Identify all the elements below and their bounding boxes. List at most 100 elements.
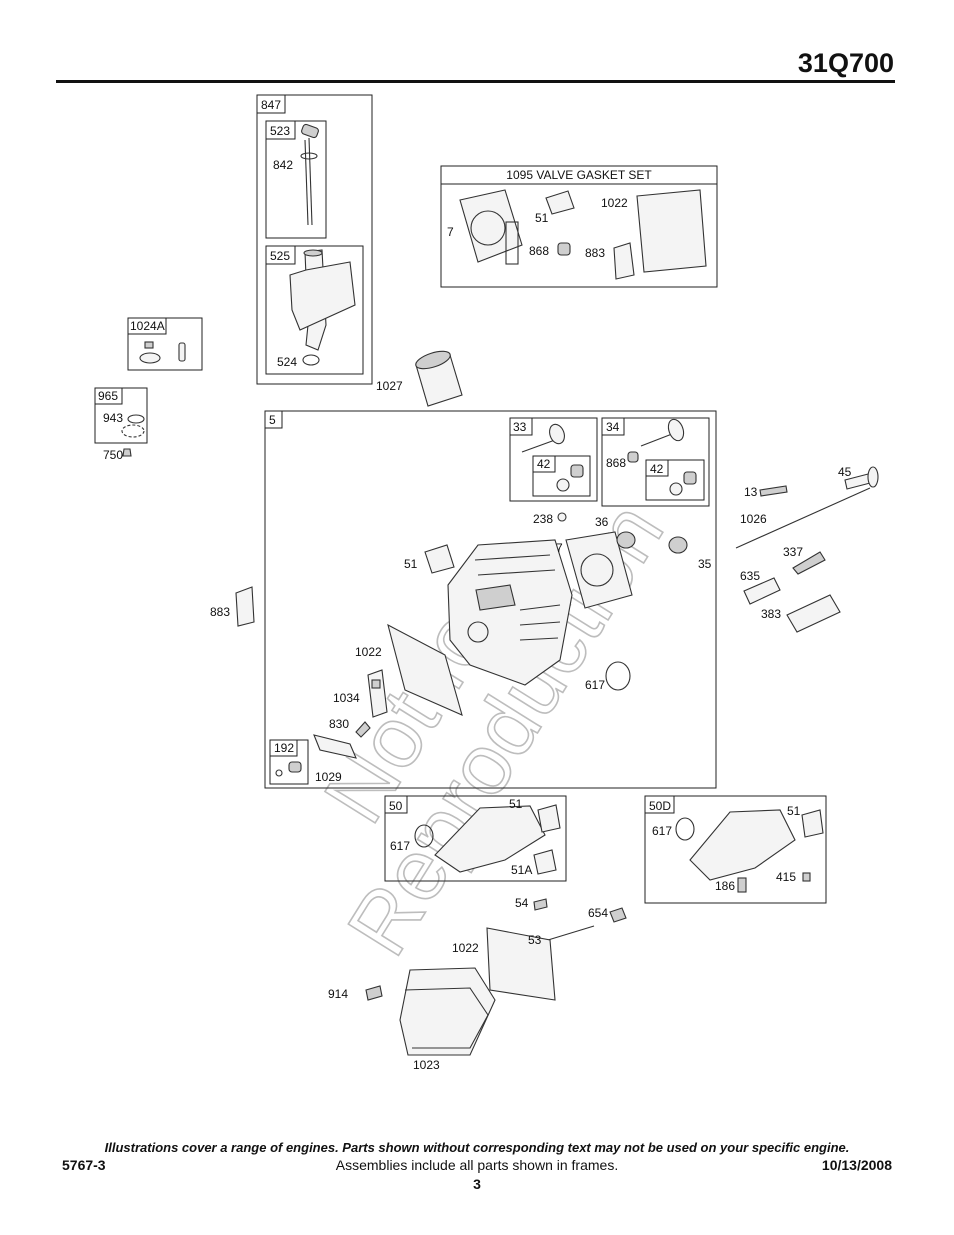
label-51b: 51 — [404, 557, 418, 571]
frame-34-label: 34 — [606, 420, 620, 434]
dipstick-icon — [300, 123, 319, 226]
frame-50d-label: 50D — [649, 799, 671, 813]
rocker-cover-parts: 54 654 1022 53 914 1023 — [328, 896, 627, 1072]
label-868a: 868 — [529, 244, 549, 258]
plug-icon — [288, 761, 302, 773]
label-830: 830 — [329, 717, 349, 731]
frame-523: 523 842 — [265, 120, 327, 239]
cover-gasket-icon-2 — [387, 623, 463, 716]
spacer-icon — [557, 512, 567, 522]
frame-1024a-label: 1024A — [130, 319, 165, 333]
frame-50d: 50D 51 617 415 186 — [644, 795, 827, 904]
valve-spring-icon — [616, 531, 636, 549]
label-238: 238 — [533, 512, 553, 526]
label-7b: 7 — [556, 541, 563, 555]
intake-manifold-icon-2 — [689, 809, 796, 881]
watermark: Not for Reproduction — [305, 486, 682, 972]
label-1029: 1029 — [315, 770, 342, 784]
frame-523-label: 523 — [270, 124, 290, 138]
label-13: 13 — [744, 485, 758, 499]
model-number: 31Q700 — [797, 48, 894, 78]
washer-icon — [275, 769, 283, 777]
label-617a: 617 — [585, 678, 605, 692]
spark-plug-cover-icon — [786, 594, 841, 633]
label-51c: 51 — [509, 797, 523, 811]
frame-5-label: 5 — [269, 413, 276, 427]
nut-icon — [802, 872, 811, 882]
valve-keeper-icon-2 — [669, 482, 683, 496]
o-ring-icon-2 — [605, 661, 631, 691]
breather-plate-icon — [367, 669, 388, 718]
label-617c: 617 — [652, 824, 672, 838]
label-415: 415 — [776, 870, 796, 884]
footer-note: Illustrations cover a range of engines. … — [104, 1140, 850, 1155]
head-gasket-icon-2 — [565, 531, 633, 609]
label-1023: 1023 — [413, 1058, 440, 1072]
label-186: 186 — [715, 879, 735, 893]
head-gasket-icon — [459, 189, 523, 265]
manifold-gasket-icon — [537, 804, 561, 833]
o-ring-icon-3 — [414, 824, 434, 848]
spark-plug-icon — [792, 551, 826, 575]
frame-50-label: 50 — [389, 799, 403, 813]
label-524: 524 — [277, 355, 297, 369]
label-1026: 1026 — [740, 512, 767, 526]
valve-seal-icon — [557, 242, 571, 256]
document-number: 5767-3 — [62, 1157, 106, 1173]
grommet-icon — [127, 414, 145, 424]
fitting-icon — [737, 877, 747, 893]
cylinder-head-icon — [447, 539, 573, 686]
assemblies-note: Assemblies include all parts shown in fr… — [335, 1157, 619, 1173]
label-883a: 883 — [585, 246, 605, 260]
label-51a: 51 — [535, 211, 549, 225]
nut-icon-654 — [609, 907, 627, 923]
frame-965-label: 965 — [98, 389, 118, 403]
bolt-icon-13 — [759, 485, 788, 497]
label-337: 337 — [783, 545, 803, 559]
frame-965: 965 943 — [94, 387, 148, 444]
label-1022a: 1022 — [601, 196, 628, 210]
label-1027: 1027 — [376, 379, 403, 393]
cover-gasket-icon-3 — [486, 927, 556, 1001]
frame-525-label: 525 — [270, 249, 290, 263]
valve-keeper-icon — [556, 478, 570, 492]
intake-manifold-icon — [434, 805, 546, 873]
frame-847-label: 847 — [261, 98, 281, 112]
label-1034: 1034 — [333, 691, 360, 705]
frame-1095: 1095 VALVE GASKET SET 7 51 1022 868 883 — [440, 165, 718, 288]
frame-34: 34 868 42 — [601, 417, 710, 507]
label-51A: 51A — [511, 863, 532, 877]
o-ring-icon — [302, 354, 320, 366]
label-45: 45 — [838, 465, 852, 479]
revision-date: 10/13/2008 — [821, 1157, 892, 1173]
oil-filter-icon — [415, 350, 463, 407]
label-868b: 868 — [606, 456, 626, 470]
frame-42b-label: 42 — [650, 462, 664, 476]
label-1022c: 1022 — [452, 941, 479, 955]
label-36: 36 — [595, 515, 609, 529]
frame-33-label: 33 — [513, 420, 527, 434]
exhaust-gasket-icon — [613, 242, 635, 280]
frame-42a-label: 42 — [537, 457, 551, 471]
label-842: 842 — [273, 158, 293, 172]
o-ring-icon-4 — [675, 817, 695, 841]
frame-847: 847 — [256, 94, 373, 385]
label-7a: 7 — [447, 225, 454, 239]
intake-valve-icon — [521, 423, 565, 453]
valve-spring-icon-2 — [668, 536, 688, 554]
gasket-icon — [121, 424, 145, 438]
rocker-cover-icon — [399, 967, 496, 1056]
intake-gasket-icon — [545, 190, 575, 215]
page-number: 3 — [473, 1176, 481, 1192]
label-654: 654 — [588, 906, 608, 920]
stud-icon — [547, 925, 595, 941]
exhaust-valve-icon — [640, 418, 685, 447]
label-54: 54 — [515, 896, 529, 910]
frame-50: 50 51 617 51A — [384, 795, 567, 882]
valve-spring-cap-icon-2 — [683, 471, 697, 485]
label-617b: 617 — [390, 839, 410, 853]
rocker-arm-end-icon — [867, 466, 879, 488]
screw-icon-914 — [365, 985, 383, 1001]
label-883b: 883 — [210, 605, 230, 619]
frame-192: 192 — [269, 739, 309, 785]
